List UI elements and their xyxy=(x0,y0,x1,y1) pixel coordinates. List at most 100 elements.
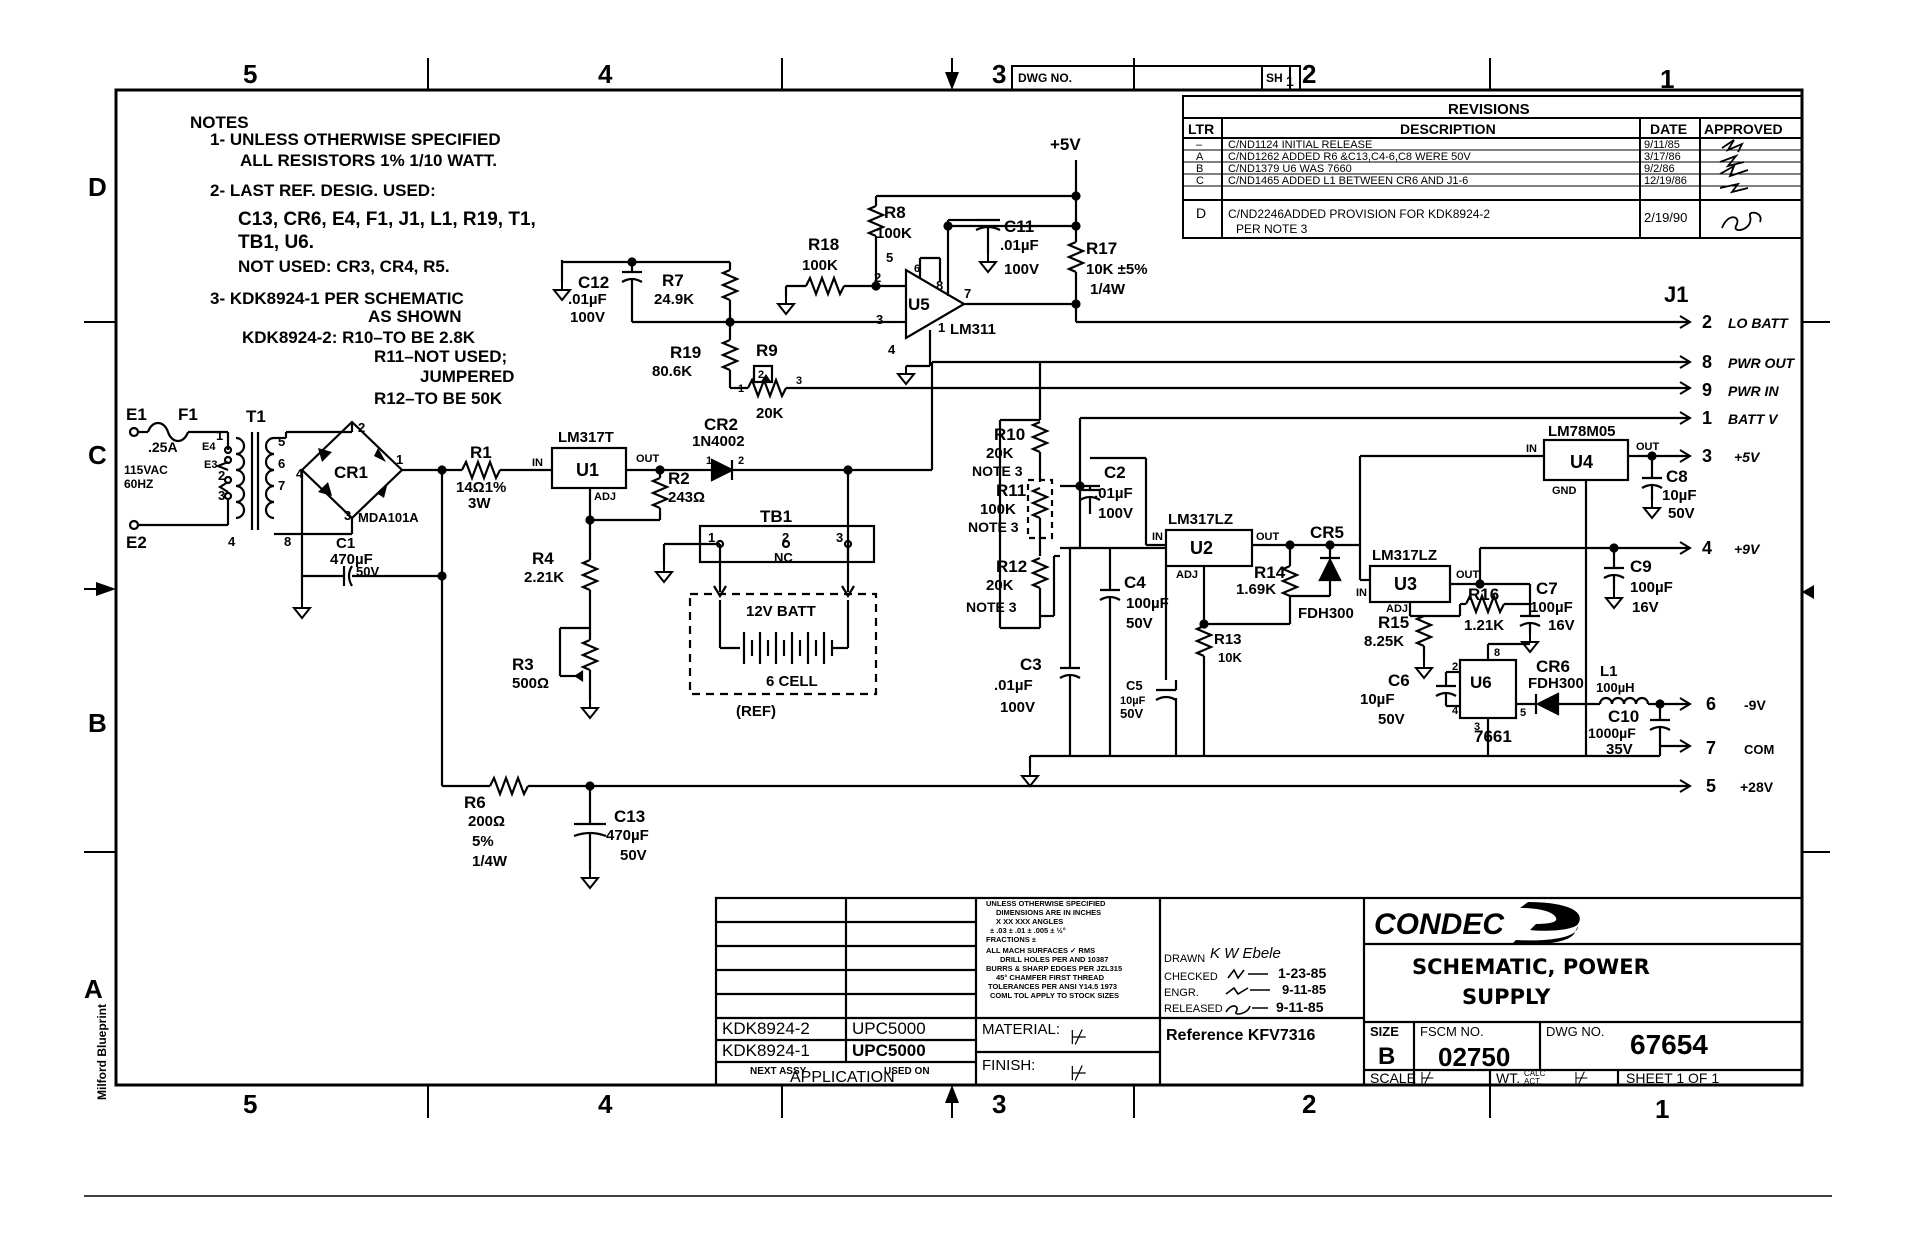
j1-pin-number: 5 xyxy=(1706,776,1716,796)
label-cr2: CR2 xyxy=(704,415,738,434)
label-r6-w: 1/4W xyxy=(472,853,508,870)
rev-desc: C/ND2246ADDED PROVISION FOR KDK8924-2 xyxy=(1228,207,1490,221)
released-label: RELEASED xyxy=(1164,1003,1223,1015)
label-u2-out: OUT xyxy=(1256,531,1280,543)
label-tb1-1: 1 xyxy=(708,530,715,545)
label-c5: C5 xyxy=(1126,678,1143,693)
label-r19: R19 xyxy=(670,343,701,362)
label-cr5-val: FDH300 xyxy=(1298,605,1354,622)
app-next-assy-2: KDK8924-2 xyxy=(722,1019,810,1038)
sh-label: SH xyxy=(1266,71,1283,85)
label-c6-val: 10µF xyxy=(1360,691,1395,708)
label-ref: (REF) xyxy=(736,703,776,720)
j1-pin-number: 1 xyxy=(1702,408,1712,428)
tolerance-note: TOLERANCES PER ANSI Y14.5 1973 xyxy=(988,982,1117,991)
label-u2: U2 xyxy=(1190,538,1213,558)
j1-pin-number: 4 xyxy=(1702,538,1712,558)
label-r2-val: 243Ω xyxy=(668,489,705,506)
resistor-r4 xyxy=(580,558,600,592)
notes-title: NOTES xyxy=(190,113,249,132)
label-r16-val: 1.21K xyxy=(1464,617,1504,634)
revisions-table xyxy=(1182,95,1803,239)
rev-col-ltr: LTR xyxy=(1188,121,1214,137)
inductor-l1 xyxy=(1598,696,1650,705)
label-c9-val: 100µF xyxy=(1630,579,1673,596)
label-c12: C12 xyxy=(578,273,609,292)
rev-date: 9/11/85 xyxy=(1644,139,1680,151)
next-assy-label: NEXT ASSY xyxy=(750,1066,807,1077)
resistor-r17 xyxy=(1066,240,1086,274)
rev-ltr: C xyxy=(1196,175,1204,187)
label-r11-val: 100K xyxy=(980,501,1016,518)
rev-ltr: B xyxy=(1196,163,1203,175)
resistor-r7 xyxy=(720,268,740,302)
label-br2: 2 xyxy=(358,420,365,435)
zone-row-a: A xyxy=(84,974,103,1004)
label-cr2-1: 1 xyxy=(706,455,712,467)
note-2a: C13, CR6, E4, F1, J1, L1, R19, T1, xyxy=(238,209,536,230)
label-u4-in: IN xyxy=(1526,443,1537,455)
label-j1: J1 xyxy=(1664,282,1688,307)
j1-pin-number: 2 xyxy=(1702,312,1712,332)
finish-label: FINISH: xyxy=(982,1057,1035,1074)
label-r6-tol: 5% xyxy=(472,833,494,850)
wt-label: WT. xyxy=(1496,1070,1520,1086)
label-c4-val: 100µF xyxy=(1126,595,1169,612)
label-r2: R2 xyxy=(668,469,690,488)
rev-desc: C/ND1465 ADDED L1 BETWEEN CR6 AND J1-6 xyxy=(1228,175,1468,187)
label-nc: NC xyxy=(774,550,793,565)
component-labels: E1 E2 F1 .25A T1 115VAC 60HZ E4 E3 5 6 7… xyxy=(124,135,1697,870)
schematic xyxy=(128,160,1692,890)
label-c6-v: 50V xyxy=(1378,711,1405,728)
note-1b: ALL RESISTORS 1% 1/10 WATT. xyxy=(240,151,497,170)
label-f1-val: .25A xyxy=(148,439,178,455)
battery-ref-box xyxy=(688,592,878,696)
label-t-p7: 7 xyxy=(278,478,285,493)
label-u6: U6 xyxy=(1470,673,1492,692)
j1-pin-name: LO BATT xyxy=(1728,315,1789,331)
label-u4-out: OUT xyxy=(1636,441,1660,453)
label-c7: C7 xyxy=(1536,579,1558,598)
label-lm317lz-u3: LM317LZ xyxy=(1372,547,1437,564)
side-label: Milford Blueprint xyxy=(95,1004,109,1100)
label-r7: R7 xyxy=(662,271,684,290)
label-r9-2: 2 xyxy=(758,369,764,381)
label-c2: C2 xyxy=(1104,463,1126,482)
label-c11-val: .01µF xyxy=(1000,237,1039,254)
tolerance-note: BURRS & SHARP EDGES PER JZL315 xyxy=(986,964,1122,973)
zone-row-d: D xyxy=(88,172,107,202)
label-u5-2: 2 xyxy=(874,270,881,285)
zone-col-2-bottom: 2 xyxy=(1302,1089,1316,1119)
label-c6: C6 xyxy=(1388,671,1410,690)
sheet-label: SHEET 1 OF 1 xyxy=(1626,1070,1719,1086)
label-u4: U4 xyxy=(1570,452,1593,472)
label-cr6-val: FDH300 xyxy=(1528,675,1584,692)
transformer-primary xyxy=(235,436,246,520)
regulator-u2 xyxy=(1164,528,1254,568)
label-c8-val: 10µF xyxy=(1662,487,1697,504)
label-r9: R9 xyxy=(756,341,778,360)
zone-col-3: 3 xyxy=(992,59,1006,89)
label-c4-v: 50V xyxy=(1126,615,1153,632)
label-t-p2: 2 xyxy=(218,468,225,483)
label-r10: R10 xyxy=(994,425,1025,444)
label-r11: R11 xyxy=(996,481,1026,500)
label-c7-v: 16V xyxy=(1548,617,1575,634)
dwg-no-header-label: DWG NO. xyxy=(1018,71,1072,85)
label-r3: R3 xyxy=(512,655,534,674)
engr-date: 9-11-85 xyxy=(1282,982,1326,997)
title-block-signatures xyxy=(1225,968,1270,1015)
tolerance-note: COML TOL APPLY TO STOCK SIZES xyxy=(990,991,1119,1000)
app-used-on-2: UPC5000 xyxy=(852,1019,926,1038)
note-2: 2- LAST REF. DESIG. USED: xyxy=(210,181,436,200)
label-c12-val: .01µF xyxy=(568,291,607,308)
label-c3-v: 100V xyxy=(1000,699,1035,716)
label-e4: E4 xyxy=(202,441,216,453)
checked-label: CHECKED xyxy=(1164,971,1218,983)
label-r9-val: 20K xyxy=(756,405,784,422)
label-u5-7: 7 xyxy=(964,286,971,301)
label-r3-val: 500Ω xyxy=(512,675,549,692)
finish-value: ⊬ xyxy=(1070,1063,1087,1085)
rev-ltr: – xyxy=(1196,139,1203,151)
label-c13: C13 xyxy=(614,807,645,826)
